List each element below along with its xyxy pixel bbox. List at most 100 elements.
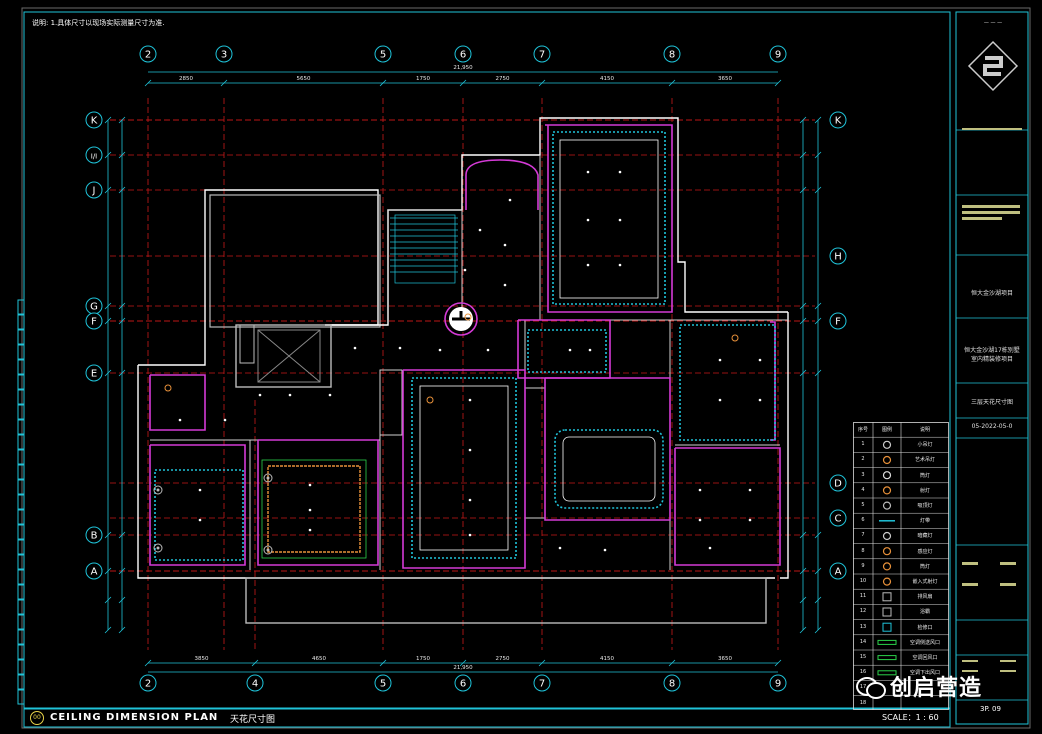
axis-bubble-right: A xyxy=(829,562,847,580)
border-tick xyxy=(17,374,25,390)
dimension-tick xyxy=(251,659,259,667)
legend-row-desc: 射灯 xyxy=(919,487,930,494)
legend-row-no: 18 xyxy=(859,699,867,706)
dimension-tick xyxy=(814,116,822,124)
border-tick xyxy=(17,674,25,690)
legend-row-no: 16 xyxy=(859,669,867,676)
dimension-tick xyxy=(538,659,546,667)
axis-bubble-right: C xyxy=(829,509,847,527)
border-tick xyxy=(17,419,25,435)
downlight-icon xyxy=(586,218,590,222)
downlight-icon xyxy=(748,488,752,492)
svg-text:F: F xyxy=(835,317,841,328)
border-tick xyxy=(17,614,25,630)
light-fixture-icon xyxy=(882,455,892,465)
legend-row-desc: 筒灯 xyxy=(919,472,930,479)
svg-text:— — —: — — — xyxy=(984,20,1002,26)
legend-row-desc: 筒灯 xyxy=(919,563,930,570)
border-tick xyxy=(17,629,25,645)
svg-text:7: 7 xyxy=(539,679,545,690)
dimension-tick xyxy=(118,317,126,325)
border-tick xyxy=(17,359,25,375)
downlight-icon xyxy=(288,393,292,397)
axis-bubble-bottom: 4 xyxy=(246,674,264,692)
general-note: 说明: 1.具体尺寸以现场实际测量尺寸为准. xyxy=(32,19,165,27)
dimension-text: 1750 xyxy=(416,656,430,662)
svg-text:5: 5 xyxy=(380,679,386,690)
dimension-text: 2850 xyxy=(179,76,193,82)
dimension-total-text: 21,950 xyxy=(453,665,473,671)
axis-bubble-bottom: 8 xyxy=(663,674,681,692)
svg-text:7: 7 xyxy=(539,50,545,61)
spotlight-icon xyxy=(464,313,472,321)
dimension-tick xyxy=(459,79,467,87)
downlight-icon xyxy=(508,198,512,202)
dimension-tick xyxy=(144,659,152,667)
legend-row-no: 4 xyxy=(861,486,865,493)
svg-text:E: E xyxy=(91,369,97,380)
downlight-icon xyxy=(308,483,312,487)
dimension-tick xyxy=(814,369,822,377)
title-strip: 00 CEILING DIMENSION PLAN 天花尺寸图 SCALE：1 … xyxy=(24,709,950,727)
title-badge: 00 xyxy=(30,711,44,725)
dimension-tick xyxy=(104,596,112,604)
border-tick xyxy=(17,434,25,450)
downlight-icon xyxy=(618,170,622,174)
spotlight-icon xyxy=(731,334,739,342)
dimension-tick xyxy=(104,116,112,124)
border-tick xyxy=(17,449,25,465)
svg-text:D: D xyxy=(834,479,842,490)
svg-text:6: 6 xyxy=(460,679,466,690)
svg-text:4: 4 xyxy=(252,679,258,690)
svg-text:G: G xyxy=(90,302,98,313)
legend-row-no: 11 xyxy=(859,593,867,600)
border-tick xyxy=(17,344,25,360)
axis-bubble-left: G xyxy=(85,297,103,315)
wechat-icon xyxy=(856,675,886,699)
downlight-icon xyxy=(618,218,622,222)
dimension-tick xyxy=(814,151,822,159)
downlight-icon xyxy=(353,346,357,350)
dimension-tick xyxy=(799,302,807,310)
axis-bubble-top: 8 xyxy=(663,45,681,63)
downlight-icon xyxy=(718,358,722,362)
downlight-icon xyxy=(698,518,702,522)
pendant-light-icon xyxy=(263,545,273,555)
dimension-text: 4650 xyxy=(312,656,326,662)
legend-row-no: 3 xyxy=(861,471,865,478)
border-tick xyxy=(17,554,25,570)
legend-header-desc: 说明 xyxy=(919,427,930,433)
legend-row-no: 7 xyxy=(861,532,865,539)
legend-row-no: 2 xyxy=(861,456,865,463)
sheet-number: 3P. 09 xyxy=(980,705,1001,713)
axis-bubble-bottom: 6 xyxy=(454,674,472,692)
downlight-icon xyxy=(468,448,472,452)
dimension-tick xyxy=(774,79,782,87)
dimension-tick xyxy=(104,567,112,575)
legend-row-desc: 暗藏灯 xyxy=(917,533,933,540)
border-tick xyxy=(17,524,25,540)
svg-text:A: A xyxy=(91,567,98,578)
downlight-icon xyxy=(438,348,442,352)
dimension-text: 5650 xyxy=(297,76,311,82)
dimension-tick xyxy=(814,186,822,194)
axis-bubble-bottom: 2 xyxy=(139,674,157,692)
axis-bubble-top: 3 xyxy=(215,45,233,63)
dimension-text: 3650 xyxy=(718,656,732,662)
dimension-tick xyxy=(814,302,822,310)
legend-header-no: 序号 xyxy=(857,427,868,433)
axis-bubble-top: 7 xyxy=(533,45,551,63)
border-tick xyxy=(17,464,25,480)
pendant-light-icon xyxy=(153,543,163,553)
axis-bubble-left: A xyxy=(85,562,103,580)
downlight-icon xyxy=(198,488,202,492)
downlight-icon xyxy=(223,418,227,422)
dimension-tick xyxy=(104,626,112,634)
fixture-square-icon xyxy=(882,592,892,602)
fixture-square-icon xyxy=(882,622,892,632)
legend-row-no: 9 xyxy=(861,562,865,569)
axis-bubble-top: 5 xyxy=(374,45,392,63)
downlight-icon xyxy=(486,348,490,352)
